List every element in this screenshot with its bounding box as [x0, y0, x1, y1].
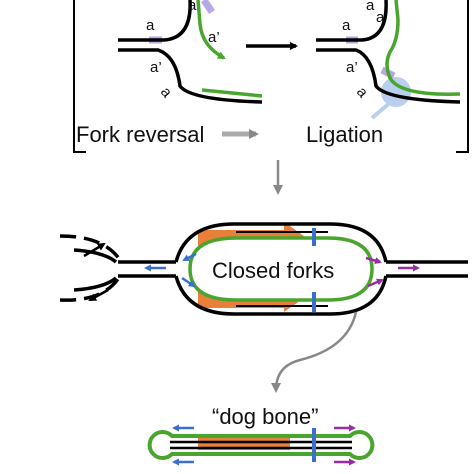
site-label-a: a [366, 0, 375, 14]
closed-forks-label: Closed forks [212, 258, 334, 283]
purple-primer-arrow-icon [365, 256, 382, 264]
site-label-a-prime: a’ [150, 59, 162, 76]
ligation-label: Ligation [306, 122, 383, 147]
nascent-strand-ligated [385, 0, 461, 96]
site-label-a-prime: a’ [208, 29, 220, 46]
panel-bracket-right [456, 0, 469, 153]
nascent-strand [201, 88, 263, 98]
bubble-parental-outer [174, 222, 388, 263]
dog-bone-outer [147, 430, 375, 460]
fork-reversal-label: Fork reversal [76, 122, 204, 147]
fork-after-ligation: a a a’ a a’ [316, 0, 461, 120]
nascent-strand-reversed [196, 0, 226, 60]
site-label-a-prime: a’ [346, 59, 358, 76]
left-fork-branch [73, 276, 118, 292]
top-panel: a a a’ a a’ a a a’ a a’ Fork reversal Li… [73, 0, 469, 153]
fork-before-reversal: a a a’ a a’ [118, 0, 263, 104]
parental-strand [118, 48, 263, 104]
down-arrow-icon [271, 311, 358, 393]
ligation-pointer [370, 94, 400, 120]
dog-bone-label: “dog bone” [212, 404, 318, 429]
site-label-a: a [188, 0, 197, 14]
blue-primer-arrow-icon [182, 252, 197, 262]
blue-primer-arrow-icon [181, 276, 196, 288]
left-fork-branch [59, 234, 122, 262]
left-fork-arrow-icon [83, 242, 106, 258]
bottom-panel: “dog bone” [147, 404, 375, 466]
lavender-tag [201, 0, 215, 14]
site-label-a-prime: a’ [376, 9, 388, 26]
panel-bracket-left [73, 0, 86, 153]
ligation-halo-icon [381, 77, 411, 107]
purple-primer-arrow-icon [367, 278, 384, 288]
left-fork-branch [73, 248, 118, 264]
dog-bone-structure [147, 424, 375, 466]
middle-panel: Closed forks [59, 222, 468, 316]
left-fork-arrow-icon [88, 288, 109, 302]
site-label-a: a [146, 17, 155, 34]
site-label-a: a [342, 17, 351, 34]
parental-strand [316, 48, 461, 104]
site-label-a: a [353, 84, 372, 102]
parental-strand [118, 0, 192, 42]
bubble-parental-outer [174, 275, 388, 316]
parental-strand [316, 0, 388, 42]
site-label-a: a [157, 84, 176, 102]
